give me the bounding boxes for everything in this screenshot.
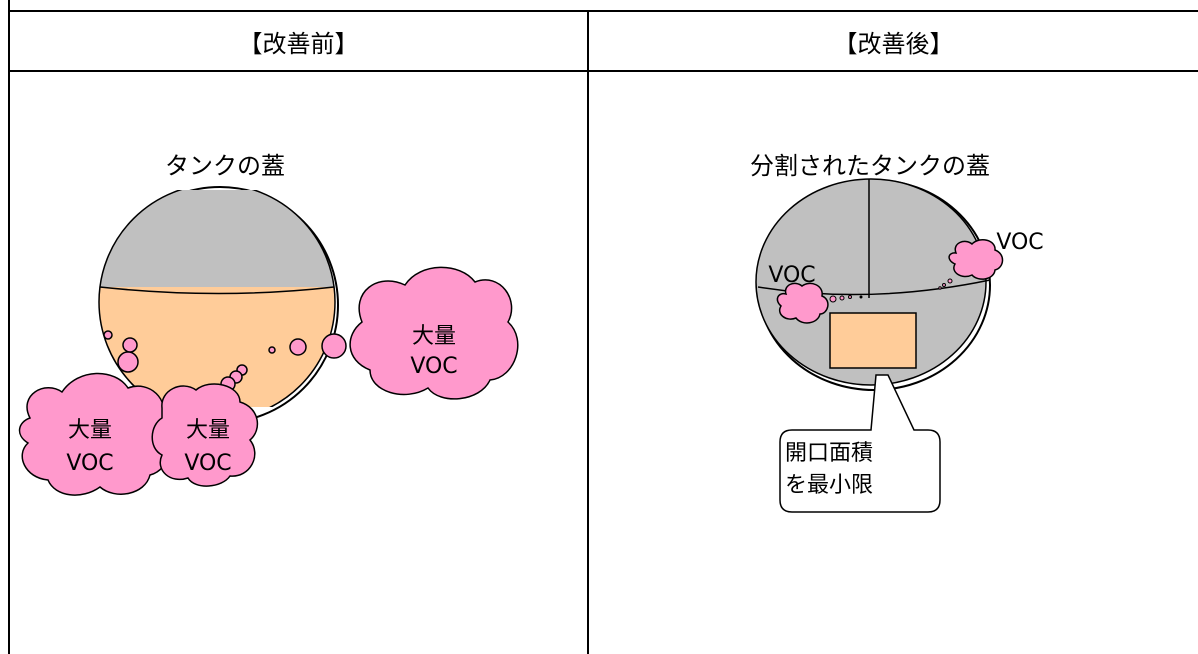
after-title: 分割されたタンクの蓋 bbox=[750, 152, 990, 180]
voc-puff-left: VOC bbox=[768, 263, 863, 324]
callout-line2: を最小限 bbox=[785, 473, 873, 498]
header-before: 【改善前】 bbox=[238, 29, 359, 58]
voc-cloud-left: 大量 VOC bbox=[18, 372, 173, 496]
voc-cloud-main-line1: 大量 bbox=[412, 324, 456, 349]
before-title: タンクの蓋 bbox=[165, 152, 285, 180]
header-after: 【改善後】 bbox=[833, 29, 954, 58]
vapor-bubbles-before bbox=[103, 330, 347, 392]
header-divider bbox=[8, 70, 1198, 72]
column-divider bbox=[587, 10, 589, 654]
table-left-border bbox=[8, 0, 10, 654]
voc-label-left: VOC bbox=[768, 263, 815, 288]
voc-cloud-main-line2: VOC bbox=[410, 354, 457, 379]
voc-cloud-left-line1: 大量 bbox=[68, 418, 112, 443]
callout-line1: 開口面積 bbox=[785, 441, 873, 466]
tank-lid-before bbox=[98, 186, 339, 424]
voc-puff-right: VOC bbox=[938, 230, 1044, 290]
tank-lid-after bbox=[755, 178, 991, 391]
table-top-border bbox=[8, 10, 1198, 12]
voc-cloud-mid-line1: 大量 bbox=[186, 418, 230, 443]
voc-cloud-mid-line2: VOC bbox=[184, 451, 231, 476]
voc-label-right: VOC bbox=[996, 230, 1043, 255]
opening-rect bbox=[829, 312, 917, 369]
voc-cloud-left-line2: VOC bbox=[66, 451, 113, 476]
voc-cloud-main: 大量 VOC bbox=[349, 266, 519, 400]
voc-cloud-mid: 大量 VOC bbox=[151, 383, 259, 487]
callout-opening-area: 開口面積 を最小限 bbox=[779, 374, 941, 513]
